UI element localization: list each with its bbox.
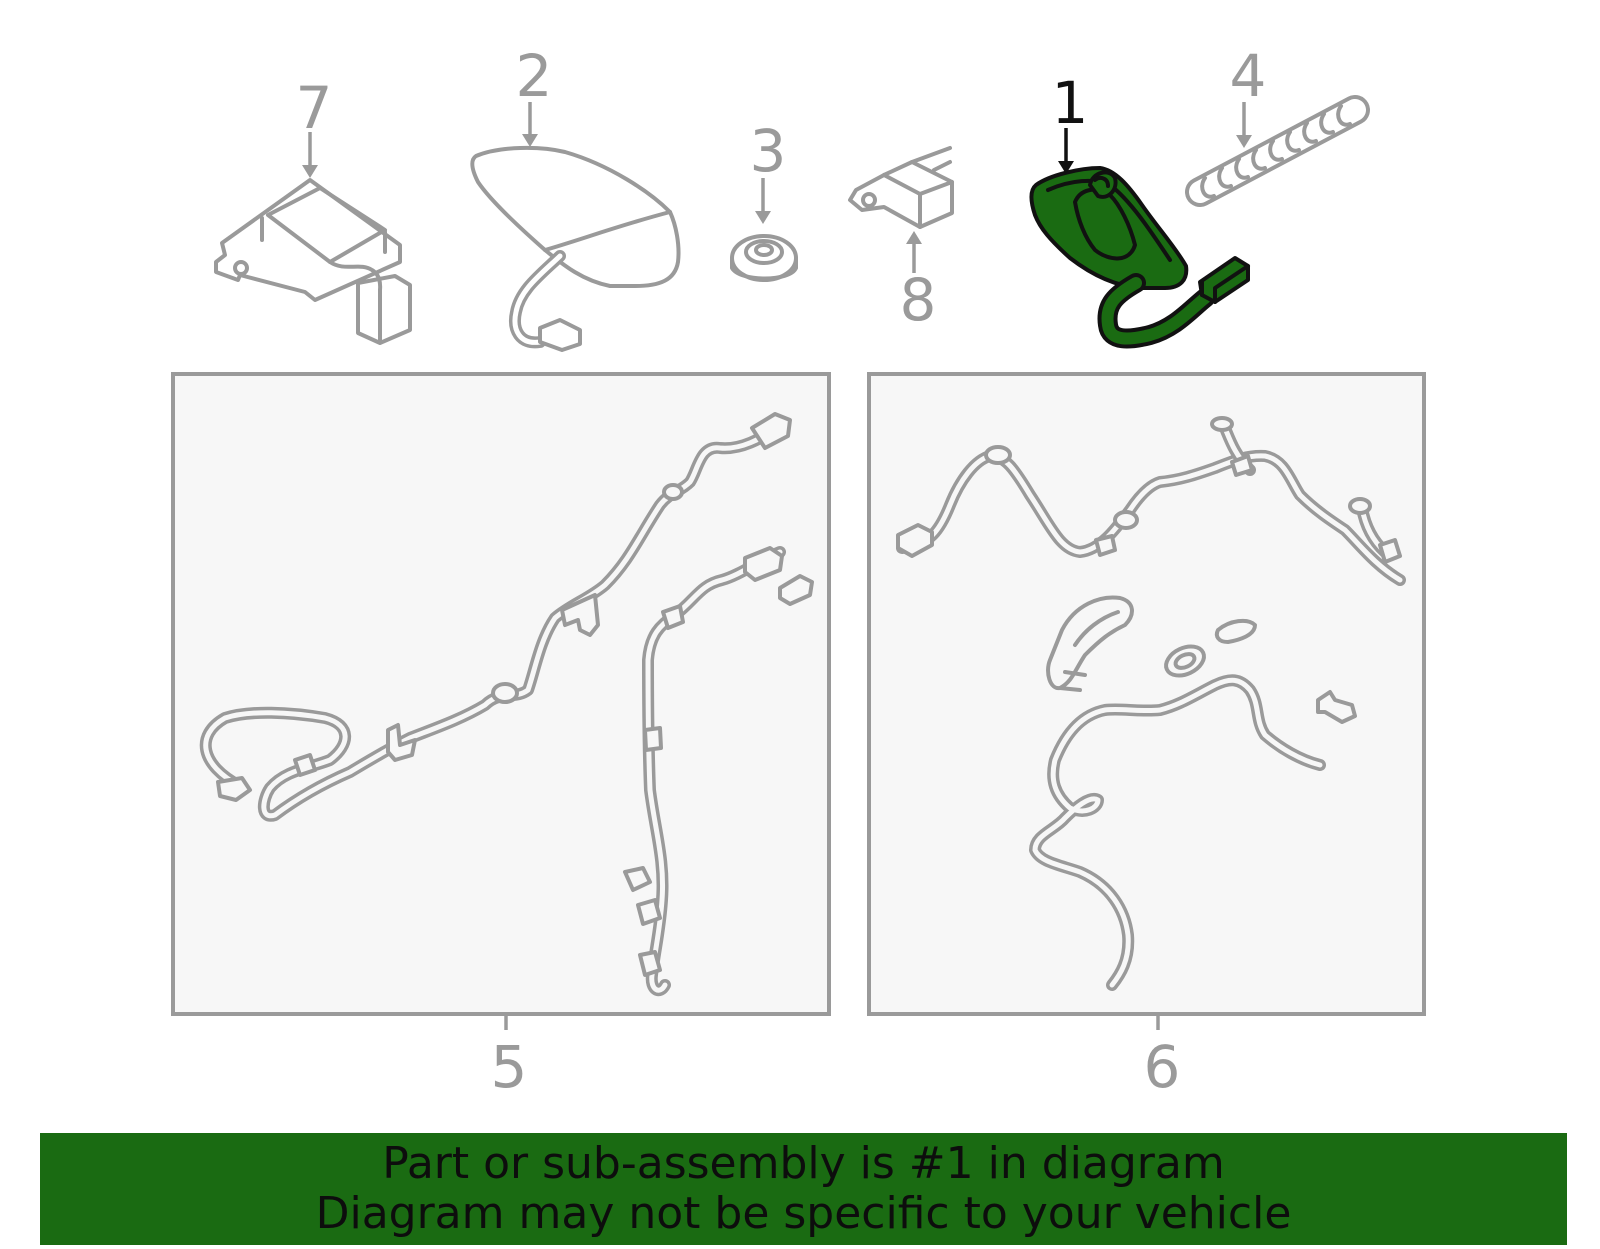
part-4-conduit[interactable] (1185, 95, 1370, 207)
part-6-clips[interactable] (1046, 595, 1357, 724)
part-2-antenna-cover[interactable] (470, 145, 681, 352)
callout-4: 4 (1230, 42, 1267, 110)
part-5-antenna-cable[interactable] (199, 412, 792, 822)
callout-7: 7 (296, 74, 333, 142)
part-8-relay[interactable] (848, 146, 954, 229)
arrow-4 (1236, 102, 1252, 148)
part-3-grommet[interactable] (730, 234, 798, 282)
banner-line-1: Part or sub-assembly is #1 in diagram (382, 1138, 1225, 1189)
arrow-8 (906, 231, 922, 273)
part-6-tube[interactable] (1029, 674, 1326, 991)
callout-2: 2 (516, 42, 553, 110)
part-5-branch-cable[interactable] (623, 546, 814, 997)
arrow-3 (755, 178, 771, 224)
part-6-harness[interactable] (896, 416, 1406, 586)
part-7-amplifier[interactable] (214, 178, 412, 345)
arrow-1 (1058, 128, 1074, 174)
callout-3: 3 (750, 117, 787, 185)
part-1-antenna-base[interactable] (1029, 166, 1250, 349)
arrow-2 (522, 102, 538, 147)
banner-line-2: Diagram may not be specific to your vehi… (315, 1188, 1292, 1239)
callout-1: 1 (1052, 69, 1089, 137)
callout-6: 6 (1144, 1033, 1181, 1101)
arrow-7 (302, 132, 318, 178)
callout-5: 5 (491, 1033, 528, 1101)
callout-8: 8 (900, 266, 937, 334)
part-6-panel (867, 372, 1426, 1016)
info-banner: Part or sub-assembly is #1 in diagram Di… (40, 1133, 1567, 1245)
